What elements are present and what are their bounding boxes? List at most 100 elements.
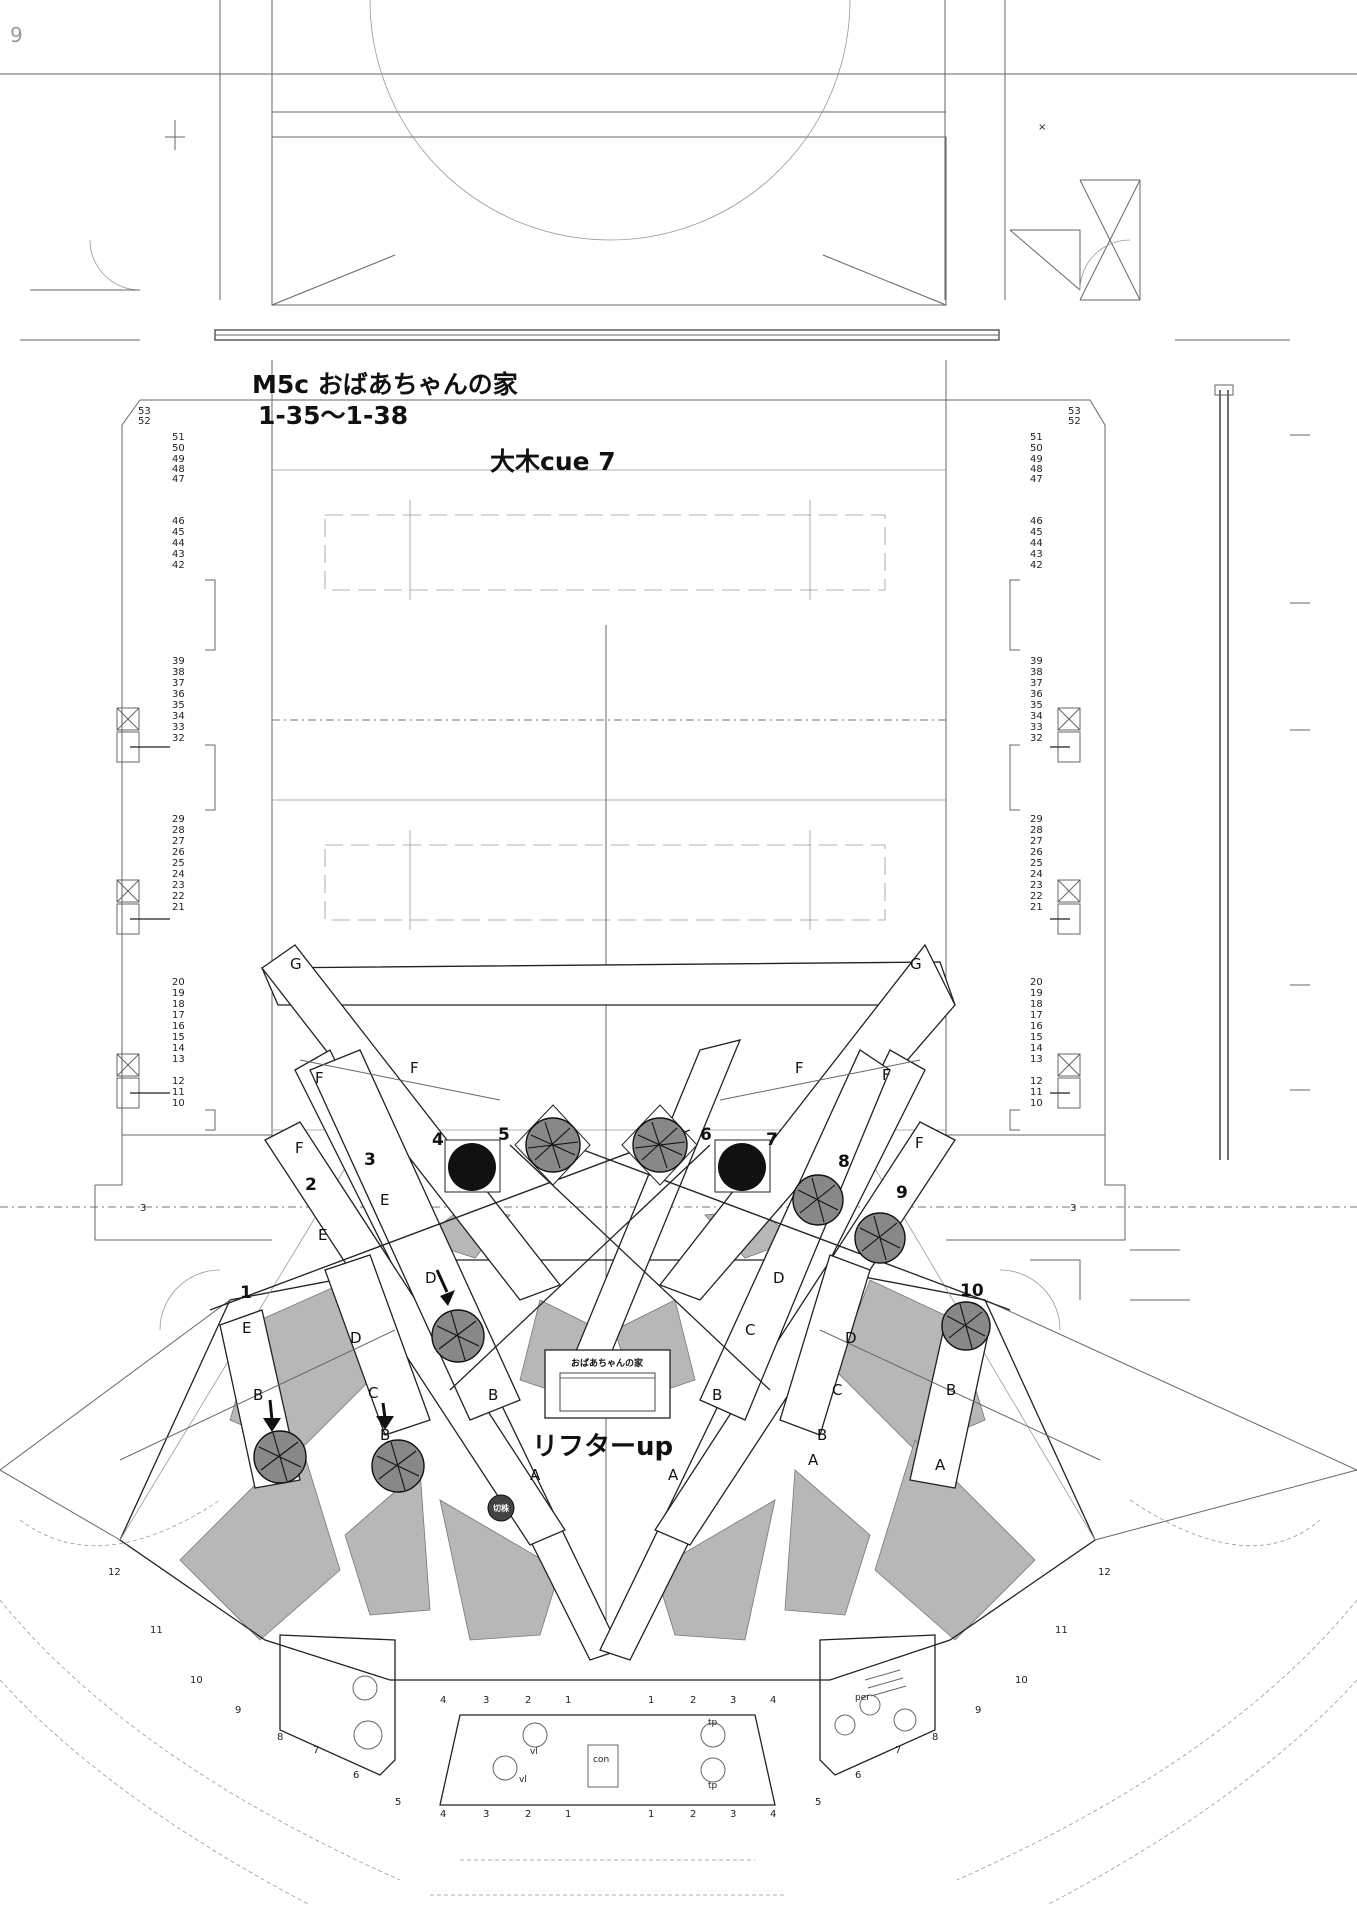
line-num: 45 [1030,527,1043,538]
section-letter: A [668,1466,679,1484]
pit-label: tp [708,1718,718,1728]
line-num: 37 [1030,678,1043,689]
line-num: 20 [1030,977,1043,988]
pit-label: per [855,1693,870,1703]
line-num: 23 [172,880,185,891]
tree-icon [514,1104,591,1186]
line-num: 51 [1030,432,1043,443]
step-num: 9 [235,1705,241,1716]
tree-icon [371,1439,425,1493]
solid-tree-icon [444,1139,501,1193]
step-num: 1 [565,1695,571,1706]
section-letter: E [318,1226,327,1244]
line-num: 32 [1030,733,1043,744]
line-num: 53 [1068,406,1081,417]
section-letter: F [882,1066,891,1084]
line-num: 13 [172,1054,185,1065]
trees [253,1104,991,1493]
position-num: 9 [896,1183,908,1203]
line-num: 21 [1030,902,1043,913]
line-num: 38 [172,667,185,678]
line-num: 14 [1030,1043,1043,1054]
stump-label: 切株 [493,1503,510,1513]
position-num: 3 [364,1150,376,1170]
step-num: 4 [770,1695,776,1706]
section-letter: G [910,955,922,973]
step-num: 6 [855,1770,861,1781]
line-num: 12 [172,1076,185,1087]
line-num: 27 [172,836,185,847]
line-num: 17 [1030,1010,1043,1021]
lifter-label: リフターup [532,1432,673,1462]
line-scale-right: 53 52 51 50 49 48 47 46 45 44 43 42 39 3… [1009,406,1081,1131]
section-letter: B [380,1426,390,1444]
position-num: 5 [498,1125,510,1145]
line-num: 22 [1030,891,1043,902]
edge-mark: × [1038,122,1046,133]
step-num: 8 [277,1732,283,1743]
section-letter: F [915,1134,924,1152]
step-num: 12 [108,1567,121,1578]
step-num: 3 [483,1809,489,1820]
solid-tree-icon [714,1139,771,1193]
upstage-structure: × [0,0,1357,341]
line-num: 19 [1030,988,1043,999]
line-num: 51 [172,432,185,443]
line-num: 23 [1030,880,1043,891]
beam-bands [219,943,991,1661]
position-num: 8 [838,1152,850,1172]
line-num: 15 [172,1032,185,1043]
step-num: 9 [975,1705,981,1716]
step-num: 12 [1098,1567,1111,1578]
step-num: 3 [730,1809,736,1820]
line-num: 32 [172,733,185,744]
line-num: 42 [1030,560,1043,571]
position-num: 7 [766,1130,778,1150]
section-letter: G [290,955,302,973]
line-num: 38 [1030,667,1043,678]
section-letter: F [315,1069,324,1087]
step-num: 4 [440,1809,446,1820]
tree-icon [941,1301,991,1351]
audience-seating [0,1499,1357,1906]
line-num: 17 [172,1010,185,1021]
line-num: 22 [172,891,185,902]
section-letter: B [946,1381,956,1399]
line-num: 50 [1030,443,1043,454]
line-num: 35 [1030,700,1043,711]
tree-icon [253,1430,307,1484]
section-letter: A [530,1466,541,1484]
line-num: 33 [172,722,185,733]
step-num: 2 [690,1695,696,1706]
tree-icon [621,1104,698,1186]
line-num: 26 [1030,847,1043,858]
line-num: 34 [172,711,185,722]
line-num: 13 [1030,1054,1043,1065]
line-num: 28 [1030,825,1043,836]
line-num: 53 [138,406,151,417]
page-range: 1-35～1-38 [258,401,408,430]
tree-icon [431,1309,485,1363]
centerline: 3 3 [0,1203,1357,1214]
side-units [116,707,1081,1109]
section-letter: F [295,1139,304,1157]
tree-position-numbers: 1 2 3 4 5 6 7 8 9 10 [240,1125,984,1303]
corner-mark: 9 [10,23,23,47]
line-num: 18 [1030,999,1043,1010]
line-num: 16 [172,1021,185,1032]
line-num: 12 [1030,1076,1043,1087]
line-num: 33 [1030,722,1043,733]
step-num: 7 [895,1745,901,1756]
section-letter: B [253,1386,263,1404]
line-scale-left: 53 52 51 50 49 48 47 46 45 44 43 42 39 3… [138,406,216,1131]
line-num: 29 [172,814,185,825]
step-num: 11 [150,1625,163,1636]
line-num: 25 [172,858,185,869]
line-num: 35 [172,700,185,711]
step-num: 4 [440,1695,446,1706]
pit-label: vl [519,1775,527,1785]
line-num: 36 [172,689,185,700]
line-num: 44 [1030,538,1043,549]
line-num: 14 [172,1043,185,1054]
line-num: 49 [172,454,185,465]
